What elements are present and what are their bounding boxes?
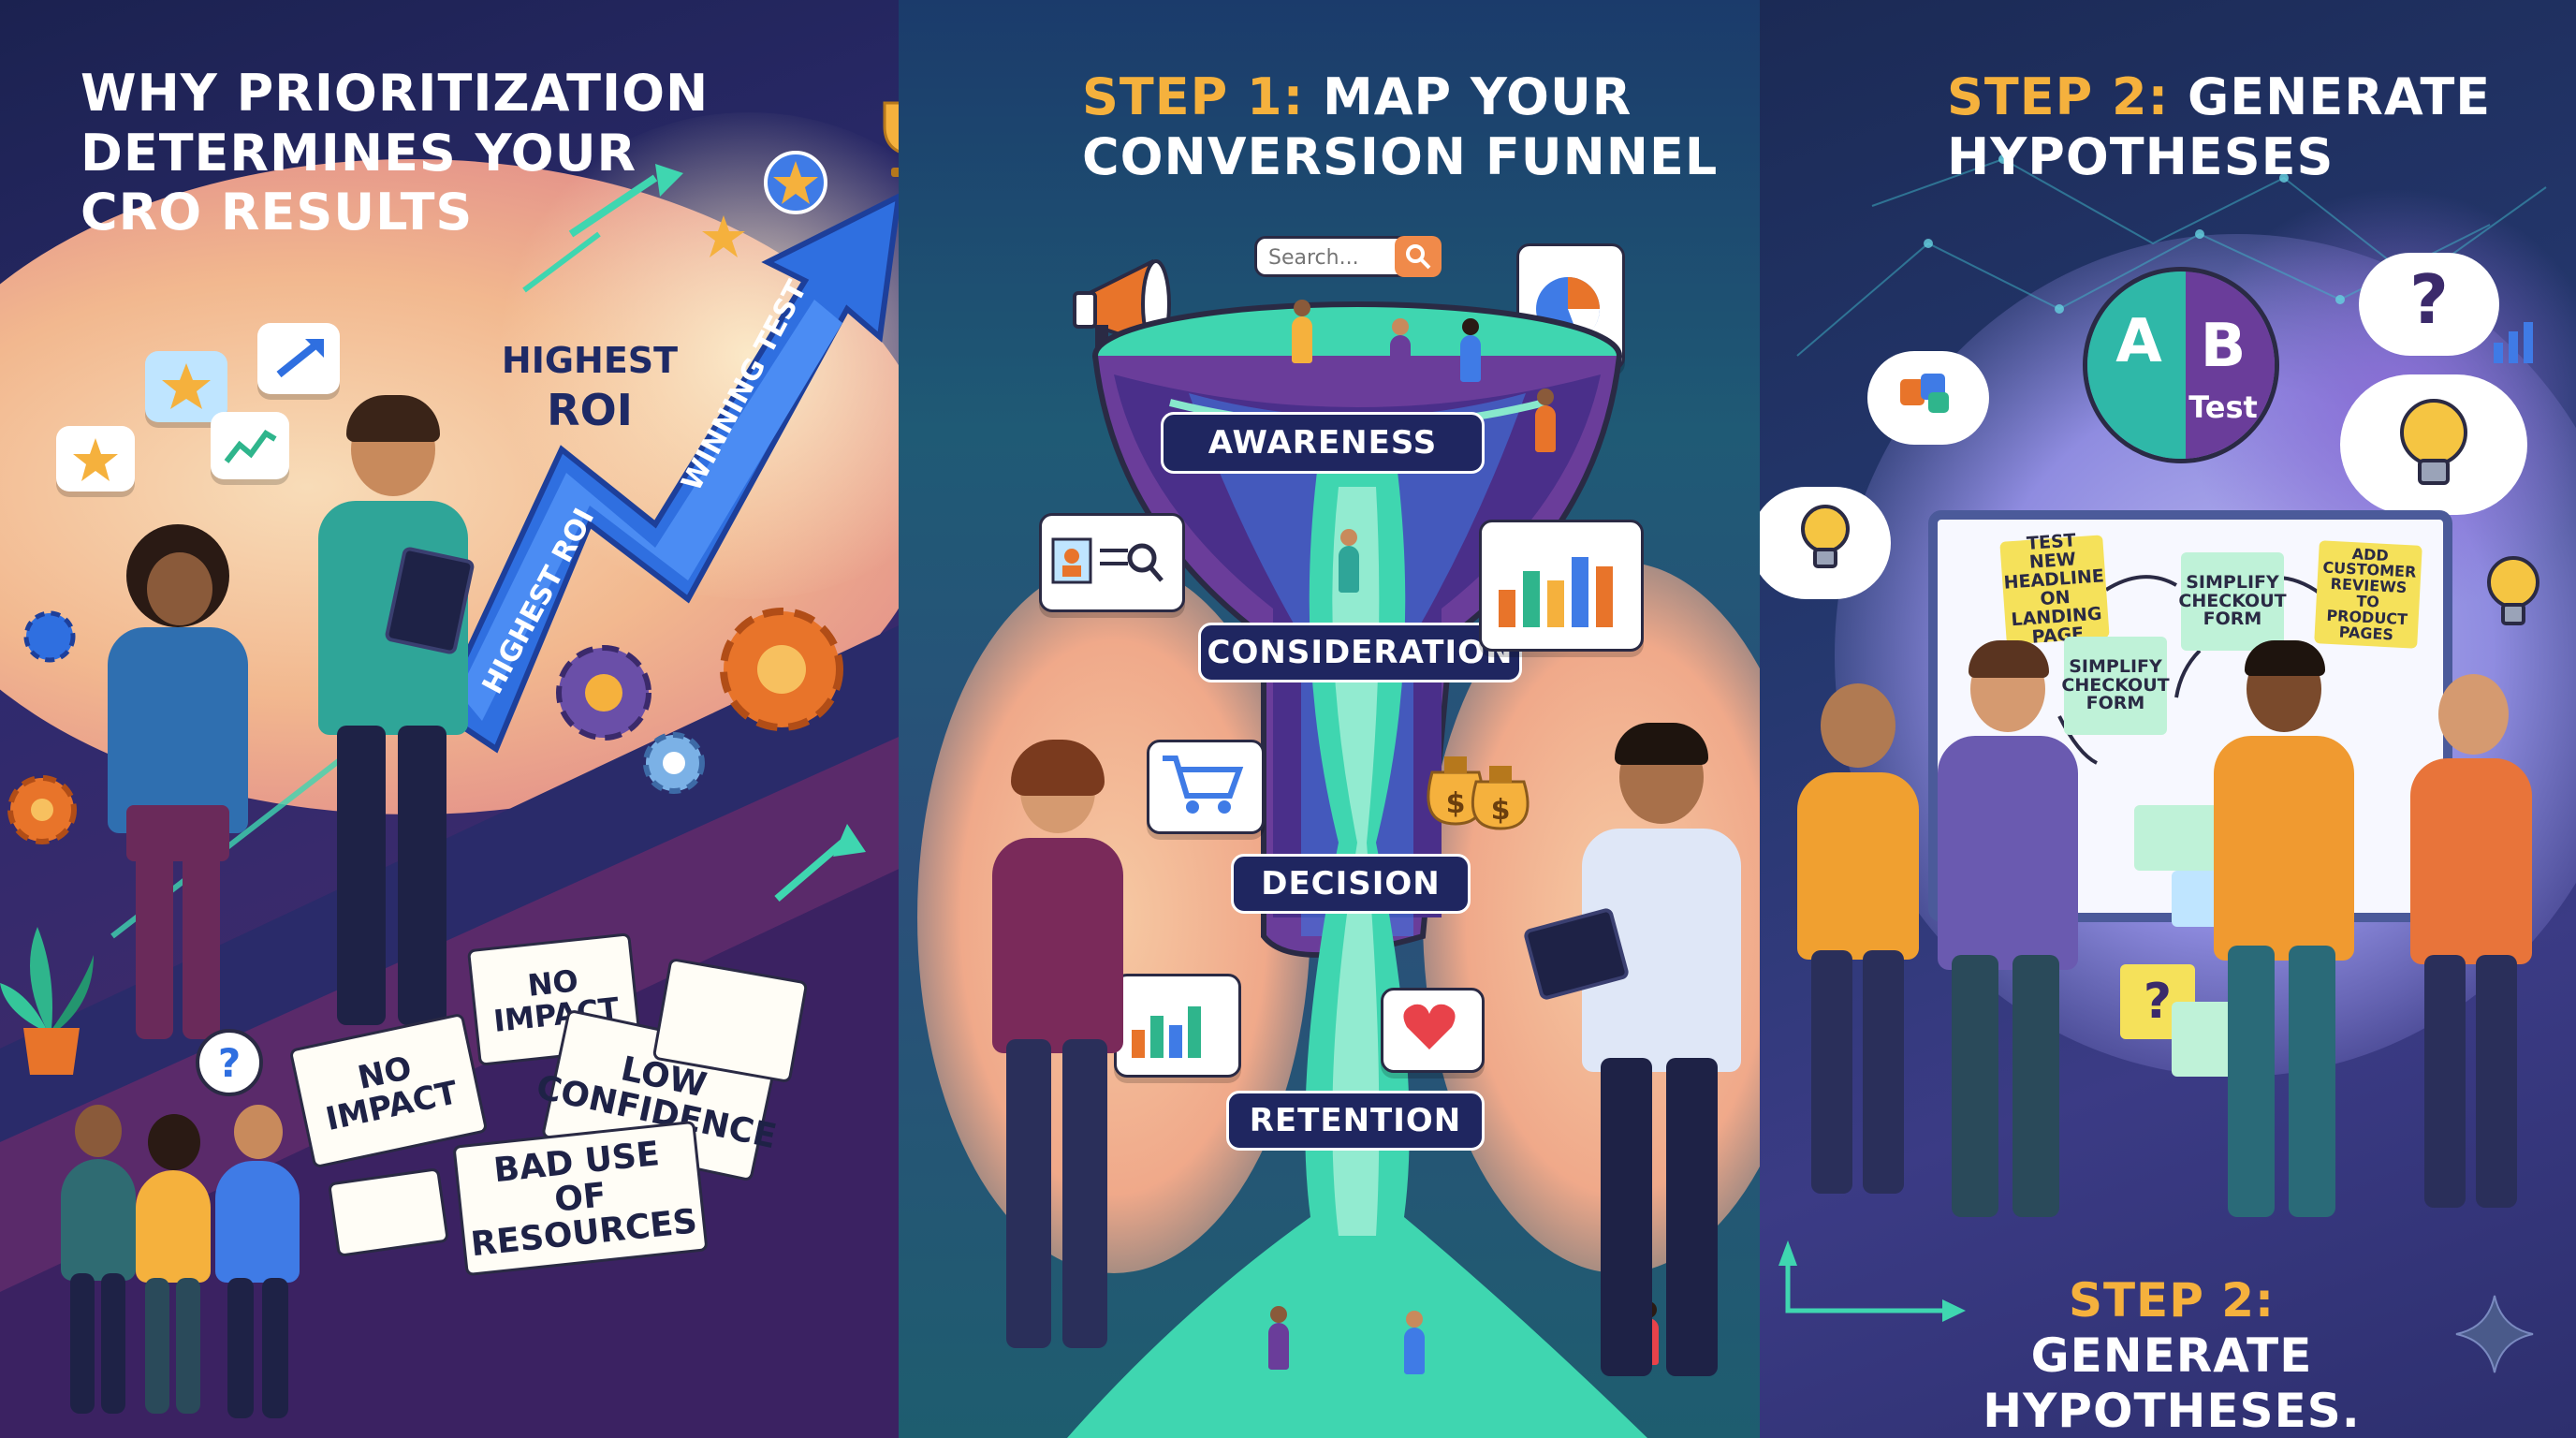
potted-plant bbox=[0, 927, 94, 1075]
stage-retention-label: RETENTION bbox=[1249, 1102, 1462, 1139]
sticky-note-headline[interactable]: TEST NEW HEADLINE ON LANDING PAGE bbox=[1999, 531, 2110, 648]
stage-retention[interactable]: RETENTION bbox=[1226, 1091, 1485, 1151]
woman-with-headset bbox=[1778, 678, 1938, 1208]
star-icon bbox=[162, 363, 211, 409]
bar-icon-top-right bbox=[2494, 322, 2533, 363]
svg-text:?: ? bbox=[218, 1040, 241, 1086]
question-bubble-icon: ? bbox=[196, 1029, 263, 1096]
funnel-walker-7 bbox=[1268, 1306, 1289, 1372]
lightbulb-icon-small-right bbox=[2487, 556, 2539, 625]
panel3-title: STEP 2: GENERATE HYPOTHESES bbox=[1947, 67, 2491, 186]
panel2-title-step: STEP 1: bbox=[1082, 67, 1305, 126]
stage-awareness-label: AWARENESS bbox=[1208, 424, 1438, 462]
panel-funnel: STEP 1: MAP YOUR CONVERSION FUNNEL bbox=[899, 0, 1816, 1438]
stage-awareness[interactable]: AWARENESS bbox=[1161, 412, 1485, 474]
graph-line-icon bbox=[224, 430, 277, 463]
ab-badge-test: Test bbox=[2188, 389, 2258, 425]
stage-consideration[interactable]: CONSIDERATION bbox=[1198, 623, 1522, 682]
panel-hypotheses: STEP 2: GENERATE HYPOTHESES A B Test ? bbox=[1760, 0, 2576, 1438]
highest-roi-label-line2: ROI bbox=[547, 385, 633, 435]
man-presenter-with-tablet bbox=[1522, 723, 1760, 1386]
sticky-note-reviews[interactable]: ADD CUSTOMER REVIEWS TO PRODUCT PAGES bbox=[2314, 540, 2422, 649]
sticky-note-blank-1 bbox=[2134, 805, 2218, 871]
footer-title-step: STEP 2: bbox=[2068, 1273, 2276, 1328]
footer-title: STEP 2: GENERATE HYPOTHESES. bbox=[1970, 1273, 2373, 1438]
stage-decision[interactable]: DECISION bbox=[1231, 854, 1471, 914]
man-pointing-at-board bbox=[2200, 640, 2368, 1226]
confused-person-1 bbox=[56, 1105, 140, 1423]
gear-icon-orange bbox=[720, 608, 843, 731]
star-small-icon bbox=[73, 438, 118, 481]
panel2-title: STEP 1: MAP YOUR CONVERSION FUNNEL bbox=[1082, 67, 1718, 186]
panel3-title-rest: GENERATE bbox=[2169, 67, 2492, 126]
sticky-note-checkout-2[interactable]: SIMPLIFY CHECKOUT FORM bbox=[2061, 637, 2170, 735]
funnel-walker-2 bbox=[1390, 318, 1411, 384]
search-input[interactable] bbox=[1266, 242, 1383, 272]
thought-cloud-question bbox=[2359, 253, 2499, 356]
funnel-walker-5 bbox=[1339, 529, 1359, 594]
analytics-bars-icon bbox=[1132, 1006, 1201, 1058]
woman-with-clipboard bbox=[2396, 667, 2546, 1217]
trend-arrow-icon bbox=[276, 339, 324, 378]
gear-icon-left bbox=[23, 610, 76, 663]
question-mark-icon: ? bbox=[2409, 260, 2449, 339]
gear-icon-purple bbox=[556, 645, 651, 741]
panel1-title-line2: DETERMINES YOUR bbox=[80, 123, 637, 183]
puzzle-blocks-icon bbox=[1900, 374, 1949, 413]
money-bags-icon: $ $ bbox=[1427, 756, 1530, 830]
woman-presenter bbox=[964, 740, 1142, 1367]
sparkle-icon bbox=[2455, 1295, 2534, 1373]
chat-card-graph bbox=[211, 412, 289, 479]
panel2-title-line2: CONVERSION FUNNEL bbox=[1082, 126, 1719, 186]
star-badge-icon bbox=[764, 151, 827, 214]
svg-text:$: $ bbox=[1446, 787, 1466, 820]
highest-roi-label-line1: HIGHEST bbox=[501, 340, 679, 381]
panel1-title-line1: WHY PRIORITIZATION bbox=[80, 64, 710, 123]
stage-consideration-label: CONSIDERATION bbox=[1207, 634, 1514, 671]
woman-with-glasses bbox=[89, 524, 257, 1049]
shopping-cart-icon bbox=[1163, 756, 1244, 814]
footer-arrow bbox=[1778, 1240, 1966, 1322]
confused-person-3 bbox=[211, 1105, 304, 1423]
footer-title-rest: GENERATE bbox=[2030, 1328, 2313, 1383]
bearded-man-with-tablet bbox=[300, 395, 487, 1039]
paper-bad-use-of-resources: BAD USE OF RESOURCES bbox=[452, 1120, 709, 1277]
footer-title-line2: HYPOTHESES. bbox=[1983, 1384, 2361, 1438]
search-bar[interactable] bbox=[1254, 236, 1442, 277]
gear-icon-left-orange bbox=[7, 775, 77, 844]
cart-card bbox=[1147, 740, 1265, 834]
ab-badge-a: A bbox=[2115, 307, 2162, 376]
panel-prioritization: WHY PRIORITIZATION DETERMINES YOUR CRO R… bbox=[0, 0, 955, 1438]
stage-decision-label: DECISION bbox=[1261, 865, 1441, 902]
paper-blank-1 bbox=[328, 1167, 449, 1257]
panel1-title-line3: CRO RESULTS bbox=[80, 183, 474, 242]
man-writing-on-board bbox=[1924, 640, 2092, 1226]
confused-person-2 bbox=[131, 1114, 215, 1423]
funnel-walker-8 bbox=[1404, 1311, 1425, 1376]
search-button[interactable] bbox=[1395, 236, 1442, 277]
heart-icon bbox=[1403, 1004, 1456, 1049]
search-icon bbox=[1406, 244, 1431, 270]
funnel-walker-4 bbox=[1535, 389, 1556, 454]
funnel-walker-3 bbox=[1460, 318, 1481, 384]
panel1-title: WHY PRIORITIZATION DETERMINES YOUR CRO R… bbox=[80, 64, 709, 242]
panel3-title-line2: HYPOTHESES bbox=[1947, 126, 2334, 186]
sticky-note-checkout-1[interactable]: SIMPLIFY CHECKOUT FORM bbox=[2178, 552, 2287, 651]
gear-icon-blue bbox=[643, 732, 705, 794]
ab-test-badge: A B Test bbox=[2083, 267, 2279, 463]
funnel-walker-1 bbox=[1292, 300, 1312, 365]
bar-chart-icon bbox=[1499, 557, 1613, 627]
ab-badge-b: B bbox=[2200, 312, 2247, 381]
panel2-title-rest: MAP YOUR bbox=[1304, 67, 1632, 126]
profile-search-icon bbox=[1051, 537, 1164, 584]
lightbulb-icon-left bbox=[1801, 505, 1850, 568]
lightbulb-icon-large bbox=[2400, 399, 2467, 485]
svg-text:$: $ bbox=[1491, 794, 1511, 827]
sparkle-star-icon bbox=[702, 215, 745, 257]
panel3-title-step: STEP 2: bbox=[1947, 67, 2170, 126]
